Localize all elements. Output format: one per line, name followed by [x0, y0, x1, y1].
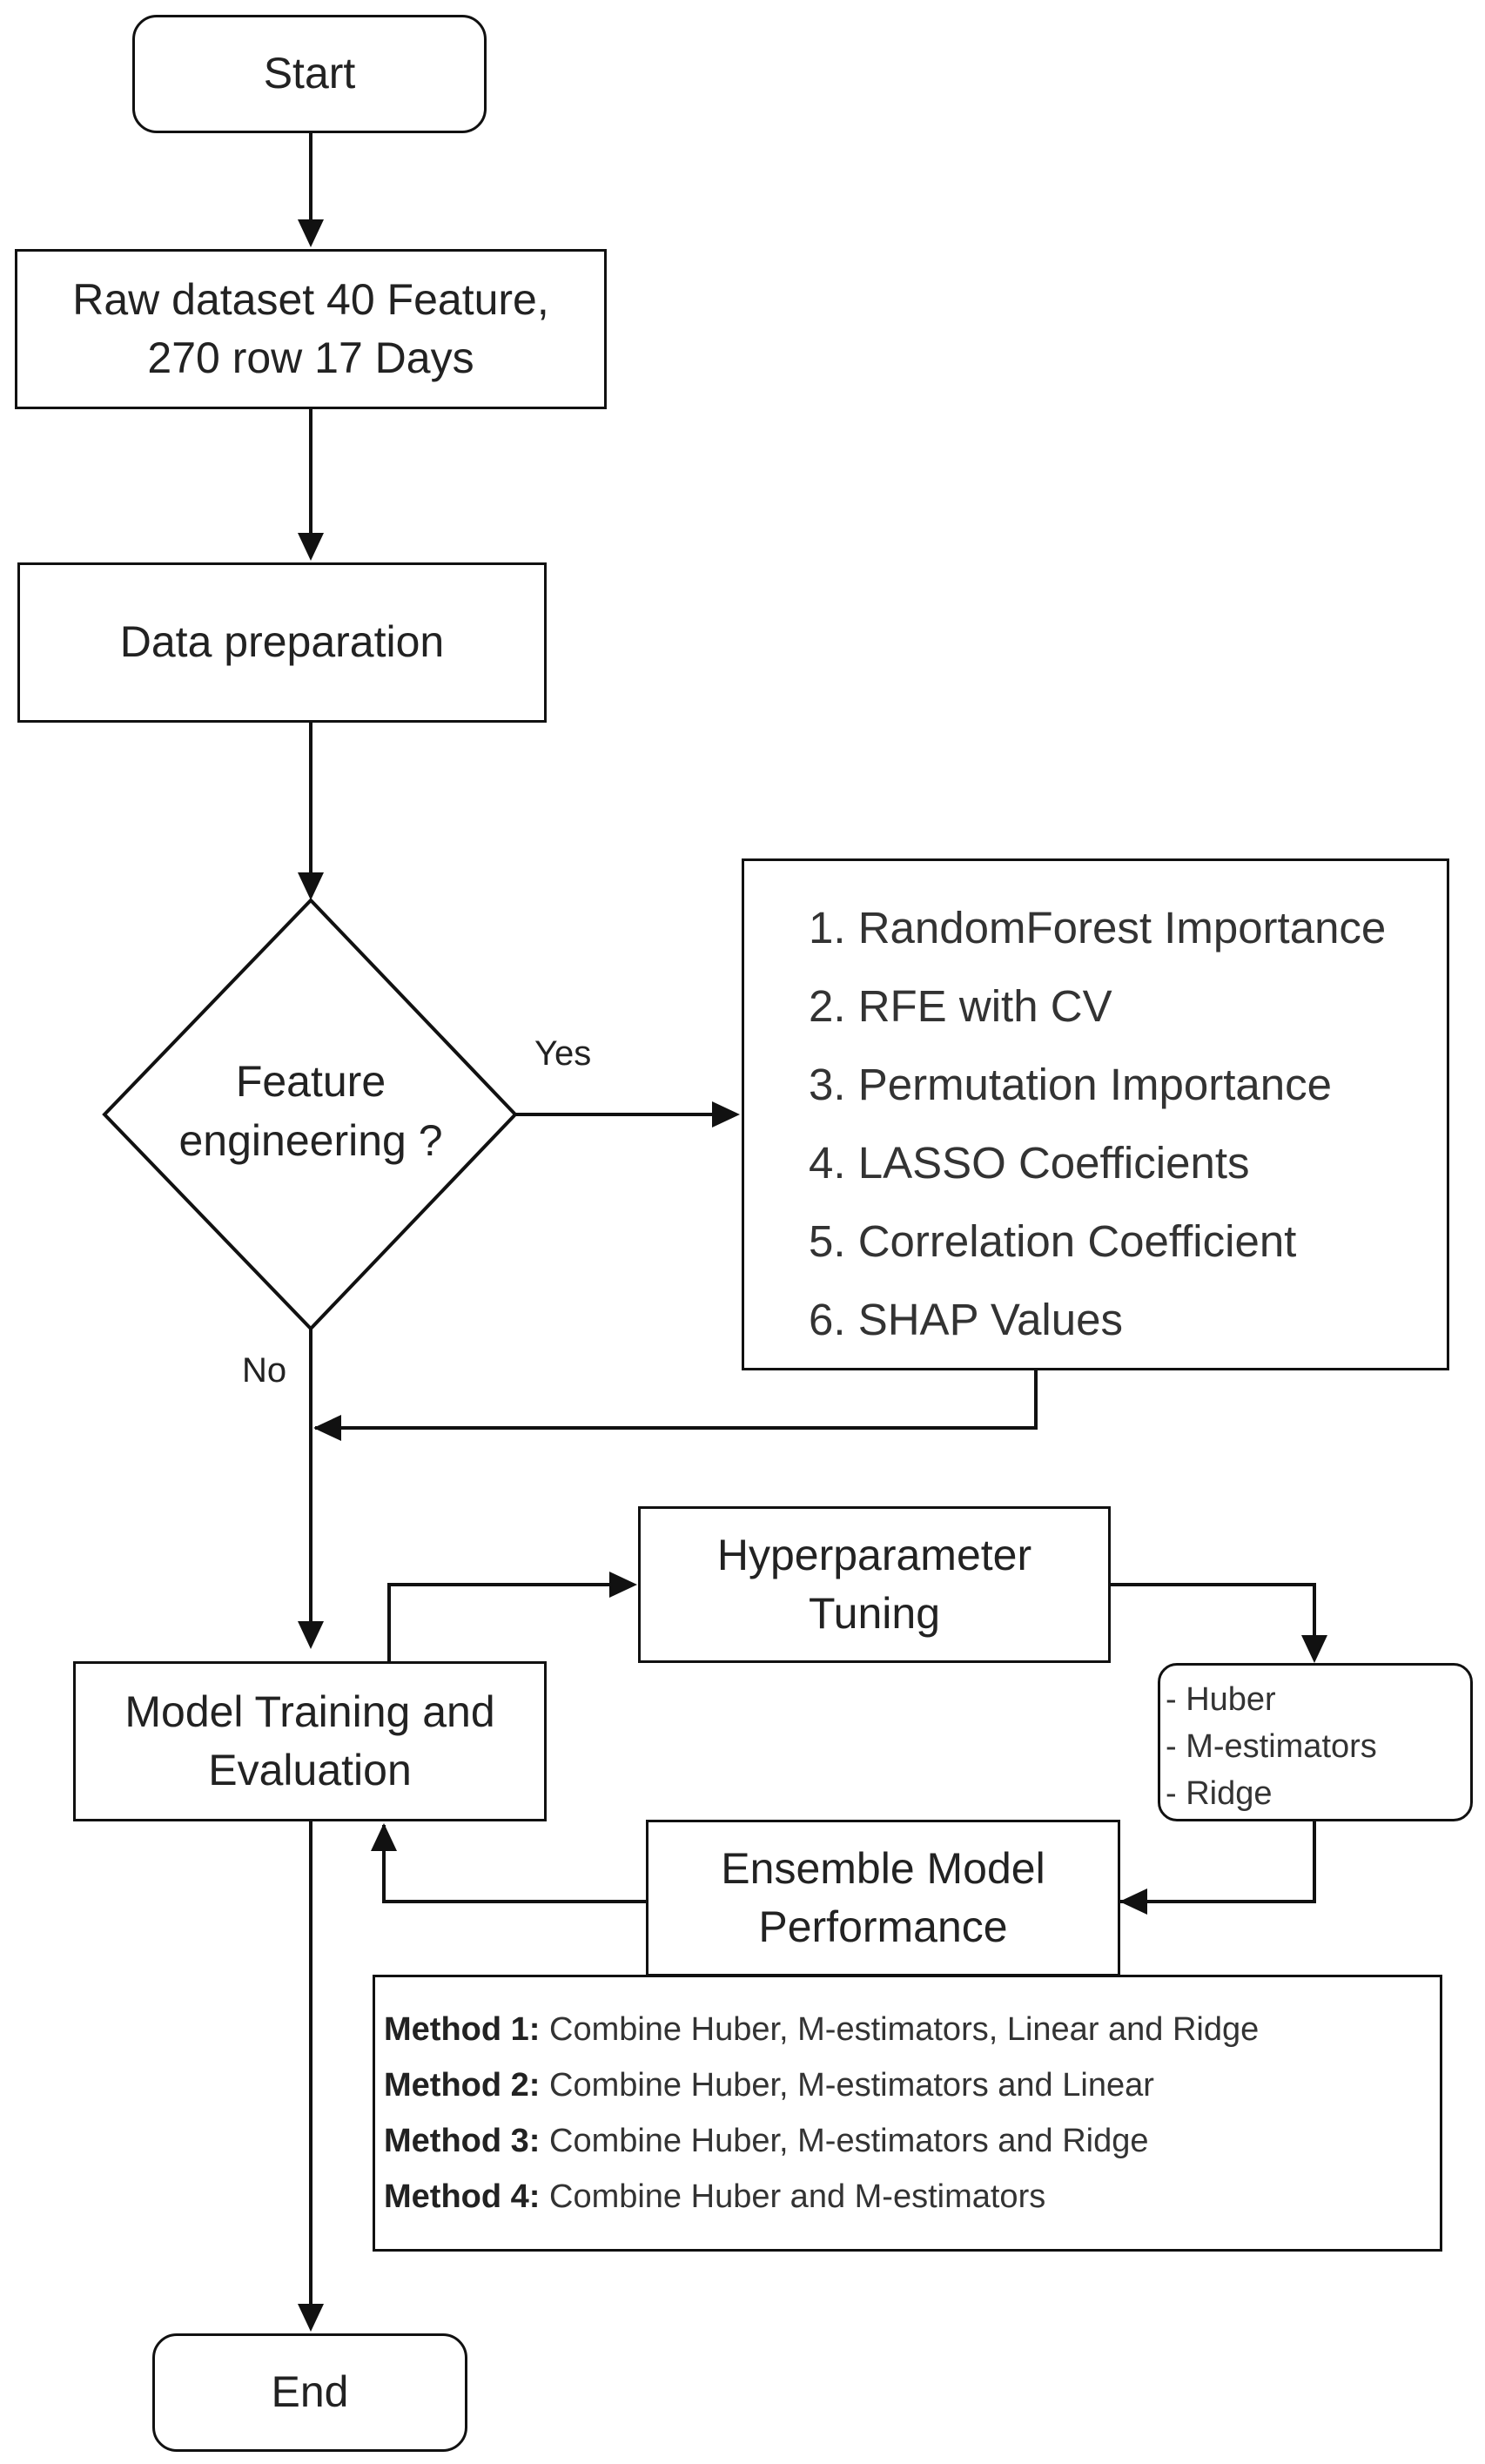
decision-label: Feature engineering ?: [131, 1052, 491, 1170]
feature-method-item: 1. RandomForest Importance: [809, 903, 1387, 953]
ensemble-method-text: Combine Huber, M-estimators and Linear: [540, 2067, 1154, 2104]
arrowhead: [298, 872, 324, 900]
hyperparameter-label-line2: Tuning: [808, 1589, 941, 1638]
arrowhead: [1119, 1888, 1147, 1915]
arrow-hyper-to-models: [1111, 1583, 1316, 1659]
model-training-label-line1: Model Training and: [124, 1686, 495, 1736]
no-label: No: [242, 1351, 287, 1390]
data-preparation-label: Data preparation: [119, 617, 445, 667]
feature-methods-box: 1. RandomForest Importance 2. RFE with C…: [742, 858, 1449, 1370]
hyperparameter-label-line1: Hyperparameter: [716, 1530, 1032, 1579]
arrowhead: [298, 1621, 324, 1649]
feature-method-item: 2. RFE with CV: [809, 981, 1112, 1031]
end-node: End: [152, 2333, 467, 2452]
model-training-label-line2: Evaluation: [208, 1746, 412, 1794]
ensemble-method-label: Method 4:: [384, 2178, 541, 2215]
arrow-models-to-ensemble: [1120, 1820, 1316, 1903]
arrowhead: [712, 1101, 740, 1128]
ensemble-methods-box: Method 1: Combine Huber, M-estimators, L…: [373, 1975, 1442, 2252]
ensemble-method-text: Combine Huber, M-estimators and Ridge: [540, 2123, 1149, 2159]
models-box: - Huber - M-estimators - Ridge: [1158, 1663, 1473, 1821]
raw-dataset-node: Raw dataset 40 Feature, 270 row 17 Days: [15, 249, 607, 409]
arrowhead: [313, 1415, 341, 1441]
ensemble-method-item: Method 4: Combine Huber and M-estimators: [384, 2169, 1440, 2225]
end-label: End: [271, 2367, 349, 2417]
ensemble-method-text: Combine Huber, M-estimators, Linear and …: [540, 2011, 1260, 2048]
ensemble-method-label: Method 3:: [384, 2123, 541, 2159]
start-node: Start: [132, 15, 487, 133]
arrowhead: [609, 1572, 637, 1598]
model-item: - Ridge: [1166, 1775, 1273, 1812]
arrow-ensemble-to-training: [382, 1825, 646, 1903]
ensemble-method-label: Method 2:: [384, 2067, 541, 2104]
ensemble-label-line2: Performance: [758, 1902, 1008, 1951]
arrow-features-merge: [315, 1369, 1038, 1430]
arrow-training-to-hyper: [387, 1583, 634, 1661]
ensemble-method-item: Method 2: Combine Huber, M-estimators an…: [384, 2057, 1440, 2113]
arrowhead: [298, 533, 324, 561]
feature-method-item: 5. Correlation Coefficient: [809, 1216, 1297, 1266]
feature-method-item: 3. Permutation Importance: [809, 1060, 1332, 1109]
ensemble-method-label: Method 1:: [384, 2011, 541, 2048]
arrowhead: [371, 1823, 397, 1851]
decision-diamond: [102, 898, 518, 1331]
feature-method-item: 4. LASSO Coefficients: [809, 1138, 1250, 1188]
ensemble-performance-node: Ensemble Model Performance: [646, 1820, 1120, 1976]
decision-label-line2: engineering ?: [178, 1116, 443, 1165]
arrowhead: [298, 219, 324, 247]
feature-method-item: 6. SHAP Values: [809, 1295, 1123, 1344]
raw-dataset-label-line2: 270 row 17 Days: [147, 333, 474, 382]
ensemble-method-text: Combine Huber and M-estimators: [540, 2178, 1046, 2215]
decision-label-line1: Feature: [235, 1057, 386, 1106]
yes-label: Yes: [534, 1034, 592, 1073]
ensemble-method-item: Method 1: Combine Huber, M-estimators, L…: [384, 2002, 1440, 2057]
hyperparameter-tuning-node: Hyperparameter Tuning: [638, 1506, 1111, 1663]
arrowhead: [298, 2304, 324, 2332]
raw-dataset-label-line1: Raw dataset 40 Feature,: [72, 274, 549, 324]
ensemble-method-item: Method 3: Combine Huber, M-estimators an…: [384, 2113, 1440, 2169]
model-item: - Huber: [1166, 1681, 1276, 1718]
data-preparation-node: Data preparation: [17, 562, 547, 723]
start-label: Start: [263, 49, 356, 98]
ensemble-label-line1: Ensemble Model: [721, 1843, 1045, 1893]
model-item: - M-estimators: [1166, 1728, 1377, 1765]
arrowhead: [1301, 1635, 1327, 1663]
model-training-node: Model Training and Evaluation: [73, 1661, 547, 1821]
